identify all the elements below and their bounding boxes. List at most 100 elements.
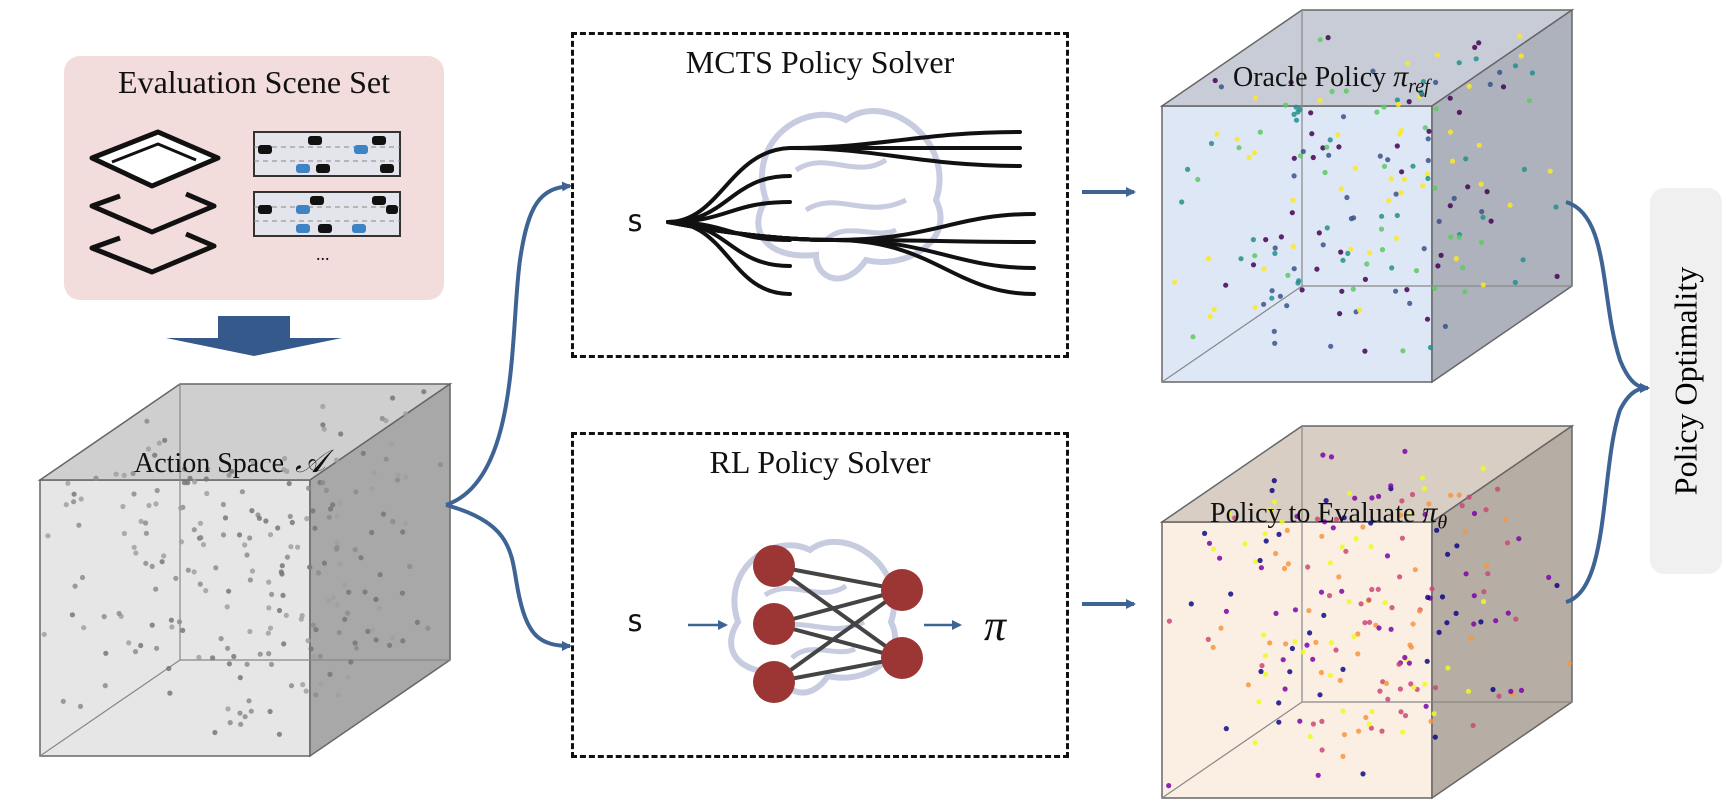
cube-point — [1433, 106, 1439, 112]
cube-point — [1420, 79, 1426, 85]
cube-point — [1282, 686, 1288, 692]
cube-point — [130, 470, 136, 477]
cube-point — [1433, 79, 1439, 85]
cube-point — [1399, 535, 1405, 541]
cube-point — [284, 554, 290, 560]
cube-point — [1267, 640, 1273, 646]
cube-point — [1218, 84, 1224, 90]
cube-point — [153, 501, 159, 507]
oracle-policy-subscript: ref — [1408, 75, 1430, 98]
cube-point — [120, 503, 126, 510]
cube-point — [1339, 588, 1345, 594]
cube-point — [1463, 156, 1469, 162]
cube-point — [266, 605, 272, 611]
cube-point — [281, 467, 287, 473]
flow-arrow-to-mcts — [445, 181, 572, 507]
cube-point — [313, 692, 319, 698]
cube-point — [1341, 515, 1347, 521]
cube-point — [1362, 620, 1368, 626]
cube-point — [1283, 641, 1289, 647]
cube-point — [1327, 137, 1333, 143]
cube-point — [166, 665, 172, 672]
cube-point — [250, 459, 256, 465]
cube-point — [1480, 282, 1486, 288]
cube-point — [1427, 344, 1434, 351]
cube-point — [1468, 635, 1474, 642]
cube-point — [132, 649, 139, 655]
cube-point — [1277, 293, 1283, 299]
cube-point — [1471, 593, 1477, 599]
cube-point — [298, 616, 304, 622]
cube-point — [237, 710, 243, 716]
cube-point — [1341, 732, 1348, 738]
cube-point — [1436, 218, 1442, 224]
cube-point — [1398, 512, 1404, 518]
cube-point — [1272, 245, 1278, 251]
cube-point — [1386, 198, 1392, 204]
cube-point — [1408, 681, 1414, 687]
cube-point — [1306, 608, 1312, 614]
cube-point — [1269, 288, 1275, 294]
cube-point — [185, 567, 191, 573]
cube-point — [1374, 109, 1380, 115]
cube-point — [1505, 610, 1511, 616]
cube-point — [1518, 687, 1525, 694]
cube-point — [1320, 452, 1326, 458]
cube-point — [353, 489, 359, 495]
cube-point — [327, 506, 334, 512]
cube-point — [180, 627, 186, 634]
cube-point — [1271, 328, 1277, 334]
cube-point — [1385, 157, 1391, 163]
cube-point — [1269, 295, 1275, 301]
cube-point — [369, 486, 375, 492]
cube-point — [220, 532, 227, 538]
rl-solver-box — [571, 432, 1069, 758]
cube-point — [1320, 242, 1326, 248]
cube-point — [1283, 102, 1289, 108]
cube-point — [336, 630, 342, 636]
cube-point — [1411, 684, 1417, 690]
cube-point — [1326, 593, 1333, 599]
cube-point — [1329, 88, 1335, 95]
flow-arrow-oracle-to-metric — [1565, 200, 1650, 393]
cube-point — [305, 638, 311, 644]
cube-point — [1258, 668, 1264, 675]
cube-point — [371, 470, 377, 476]
cube-point — [198, 535, 204, 541]
cube-point — [352, 640, 358, 646]
cube-point — [1289, 645, 1295, 652]
cube-point — [1389, 605, 1395, 611]
eval-policy-subscript: θ — [1437, 511, 1448, 534]
cube-point — [1410, 621, 1416, 627]
cube-point — [1463, 571, 1469, 577]
cube-point — [342, 616, 348, 622]
cube-point — [1462, 528, 1468, 535]
cube-point — [1422, 511, 1428, 517]
cube-point — [226, 661, 232, 667]
cube-point — [1547, 168, 1553, 174]
cube-point — [389, 441, 395, 447]
cube-point — [1382, 600, 1388, 606]
cube-point — [1398, 709, 1404, 715]
cube-point — [1317, 37, 1323, 43]
cube-point — [1418, 89, 1424, 95]
cube-point — [101, 614, 107, 620]
cube-point — [1432, 734, 1438, 740]
cube-point — [1343, 548, 1349, 554]
oracle-policy-cube — [1159, 8, 1575, 384]
cube-point — [78, 496, 84, 502]
cube-point — [1426, 501, 1432, 507]
rl-state-label: s — [626, 604, 645, 639]
cube-point — [1355, 631, 1361, 637]
nn-edge — [773, 622, 903, 660]
cube-point — [1394, 235, 1400, 241]
nn-edge — [773, 656, 903, 684]
cube-point — [1318, 669, 1324, 676]
cube-point — [334, 457, 340, 463]
cube-point — [318, 681, 324, 687]
cube-edge — [1161, 285, 1303, 383]
cube-point — [1293, 104, 1299, 110]
cube-point — [154, 645, 160, 651]
cube-point — [365, 628, 371, 635]
eval-policy-symbol: π — [1422, 496, 1438, 529]
